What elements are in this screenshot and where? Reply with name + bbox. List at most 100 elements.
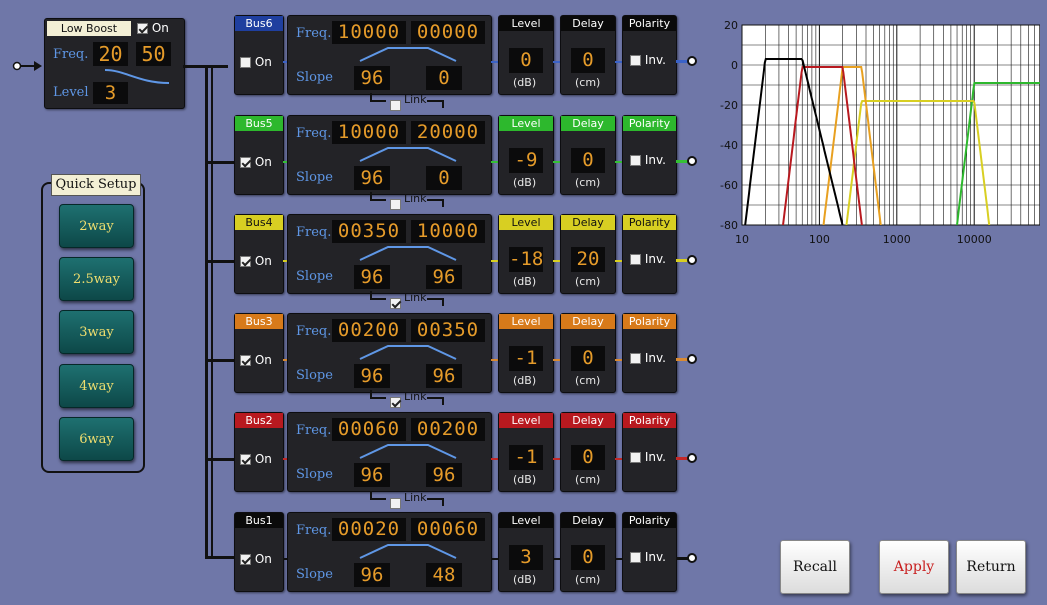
low-boost-freq-b[interactable]: 50 xyxy=(136,42,171,66)
delay-header: Delay xyxy=(561,215,615,230)
crossover-freq-low[interactable]: 00020 xyxy=(332,518,406,541)
crossover-slope-low[interactable]: 96 xyxy=(354,364,390,388)
crossover-slope-high[interactable]: 96 xyxy=(426,463,462,487)
link-checkbox[interactable] xyxy=(390,199,401,210)
crossover-slope-high[interactable]: 0 xyxy=(426,166,462,190)
link-toggle[interactable]: Link xyxy=(370,291,444,309)
crossover-slope-low[interactable]: 96 xyxy=(354,265,390,289)
graph-x-tick: 100 xyxy=(809,233,830,246)
polarity-inv-label: Inv. xyxy=(644,252,666,266)
polarity-inv-toggle[interactable]: Inv. xyxy=(630,550,666,564)
delay-value[interactable]: 0 xyxy=(571,148,605,173)
bus-on-checkbox[interactable] xyxy=(240,454,251,465)
delay-value[interactable]: 0 xyxy=(571,48,605,73)
crossover-freq-low[interactable]: 00200 xyxy=(332,319,406,342)
link-toggle[interactable]: Link xyxy=(370,93,444,111)
bus-on-toggle[interactable]: On xyxy=(240,353,272,367)
level-value[interactable]: -9 xyxy=(509,148,543,173)
crossover-slope-high[interactable]: 48 xyxy=(426,563,462,587)
crossover-slope-high[interactable]: 96 xyxy=(426,265,462,289)
polarity-inv-toggle[interactable]: Inv. xyxy=(630,450,666,464)
bus-on-checkbox[interactable] xyxy=(240,57,251,68)
crossover-slope-low[interactable]: 96 xyxy=(354,563,390,587)
crossover-slope-high[interactable]: 0 xyxy=(426,66,462,90)
bus-on-checkbox[interactable] xyxy=(240,355,251,366)
level-input-wire xyxy=(491,558,499,560)
crossover-freq-high[interactable]: 00000 xyxy=(411,21,485,44)
link-checkbox[interactable] xyxy=(390,498,401,509)
delay-value[interactable]: 20 xyxy=(571,247,605,272)
polarity-inv-toggle[interactable]: Inv. xyxy=(630,252,666,266)
polarity-inv-checkbox[interactable] xyxy=(630,254,641,265)
level-value[interactable]: -18 xyxy=(509,247,544,272)
crossover-freq-high[interactable]: 00060 xyxy=(411,518,485,541)
link-checkbox[interactable] xyxy=(390,397,401,408)
crossover-freq-high[interactable]: 00200 xyxy=(411,418,485,441)
quick-setup-6way-button[interactable]: 6way xyxy=(59,417,134,461)
return-button[interactable]: Return xyxy=(956,540,1026,594)
bus-on-toggle[interactable]: On xyxy=(240,552,272,566)
quick-setup-4way-button[interactable]: 4way xyxy=(59,364,134,408)
level-value[interactable]: -1 xyxy=(509,346,543,371)
delay-value[interactable]: 0 xyxy=(571,445,605,470)
polarity-inv-checkbox[interactable] xyxy=(630,353,641,364)
polarity-inv-toggle[interactable]: Inv. xyxy=(630,351,666,365)
level-input-wire xyxy=(491,458,499,460)
low-boost-on-toggle[interactable]: On xyxy=(137,21,169,36)
bus-on-toggle[interactable]: On xyxy=(240,254,272,268)
link-checkbox[interactable] xyxy=(390,100,401,111)
low-boost-level-value[interactable]: 3 xyxy=(93,82,128,104)
output-wire xyxy=(676,457,690,460)
bus-on-checkbox[interactable] xyxy=(240,554,251,565)
polarity-panel: Polarity Inv. xyxy=(622,15,677,95)
bus-on-checkbox[interactable] xyxy=(240,256,251,267)
quick-setup-3way-button[interactable]: 3way xyxy=(59,310,134,354)
polarity-header: Polarity xyxy=(623,314,676,329)
link-toggle[interactable]: Link xyxy=(370,192,444,210)
delay-unit: (cm) xyxy=(575,176,601,189)
crossover-freq-high[interactable]: 10000 xyxy=(411,220,485,243)
polarity-inv-toggle[interactable]: Inv. xyxy=(630,153,666,167)
recall-button[interactable]: Recall xyxy=(780,540,850,594)
polarity-inv-checkbox[interactable] xyxy=(630,452,641,463)
bus-on-toggle[interactable]: On xyxy=(240,452,272,466)
link-toggle[interactable]: Link xyxy=(370,491,444,509)
level-value[interactable]: -1 xyxy=(509,445,543,470)
delay-panel: Delay 0 (cm) xyxy=(560,512,616,592)
graph-y-tick: -80 xyxy=(720,219,738,232)
level-value[interactable]: 3 xyxy=(509,545,543,570)
bus-on-toggle[interactable]: On xyxy=(240,55,272,69)
crossover-slope-high[interactable]: 96 xyxy=(426,364,462,388)
graph-y-tick: -20 xyxy=(720,99,738,112)
level-value[interactable]: 0 xyxy=(509,48,543,73)
level-input-wire xyxy=(491,61,499,63)
link-checkbox[interactable] xyxy=(390,298,401,309)
polarity-inv-toggle[interactable]: Inv. xyxy=(630,53,666,67)
link-toggle[interactable]: Link xyxy=(370,390,444,408)
polarity-inv-checkbox[interactable] xyxy=(630,552,641,563)
low-boost-freq-a[interactable]: 20 xyxy=(93,42,128,66)
low-boost-on-checkbox[interactable] xyxy=(137,23,148,34)
crossover-freq-high[interactable]: 00350 xyxy=(411,319,485,342)
polarity-inv-label: Inv. xyxy=(644,351,666,365)
crossover-freq-low[interactable]: 00350 xyxy=(332,220,406,243)
crossover-freq-high[interactable]: 20000 xyxy=(411,121,485,144)
bus-on-toggle[interactable]: On xyxy=(240,155,272,169)
bus-on-checkbox[interactable] xyxy=(240,157,251,168)
crossover-freq-low[interactable]: 10000 xyxy=(332,121,406,144)
delay-value[interactable]: 0 xyxy=(571,346,605,371)
crossover-slope-low[interactable]: 96 xyxy=(354,66,390,90)
crossover-freq-low[interactable]: 10000 xyxy=(332,21,406,44)
quick-setup-2-5way-button[interactable]: 2.5way xyxy=(59,257,134,301)
crossover-freq-low[interactable]: 00060 xyxy=(332,418,406,441)
crossover-slope-low[interactable]: 96 xyxy=(354,166,390,190)
crossover-slope-low[interactable]: 96 xyxy=(354,463,390,487)
polarity-inv-checkbox[interactable] xyxy=(630,155,641,166)
polarity-inv-checkbox[interactable] xyxy=(630,55,641,66)
apply-button[interactable]: Apply xyxy=(879,540,949,594)
level-header: Level xyxy=(499,413,553,428)
delay-value[interactable]: 0 xyxy=(571,545,605,570)
delay-input-wire xyxy=(553,458,561,460)
crossover-slope-label: Slope xyxy=(296,269,333,284)
quick-setup-2way-button[interactable]: 2way xyxy=(59,204,134,248)
